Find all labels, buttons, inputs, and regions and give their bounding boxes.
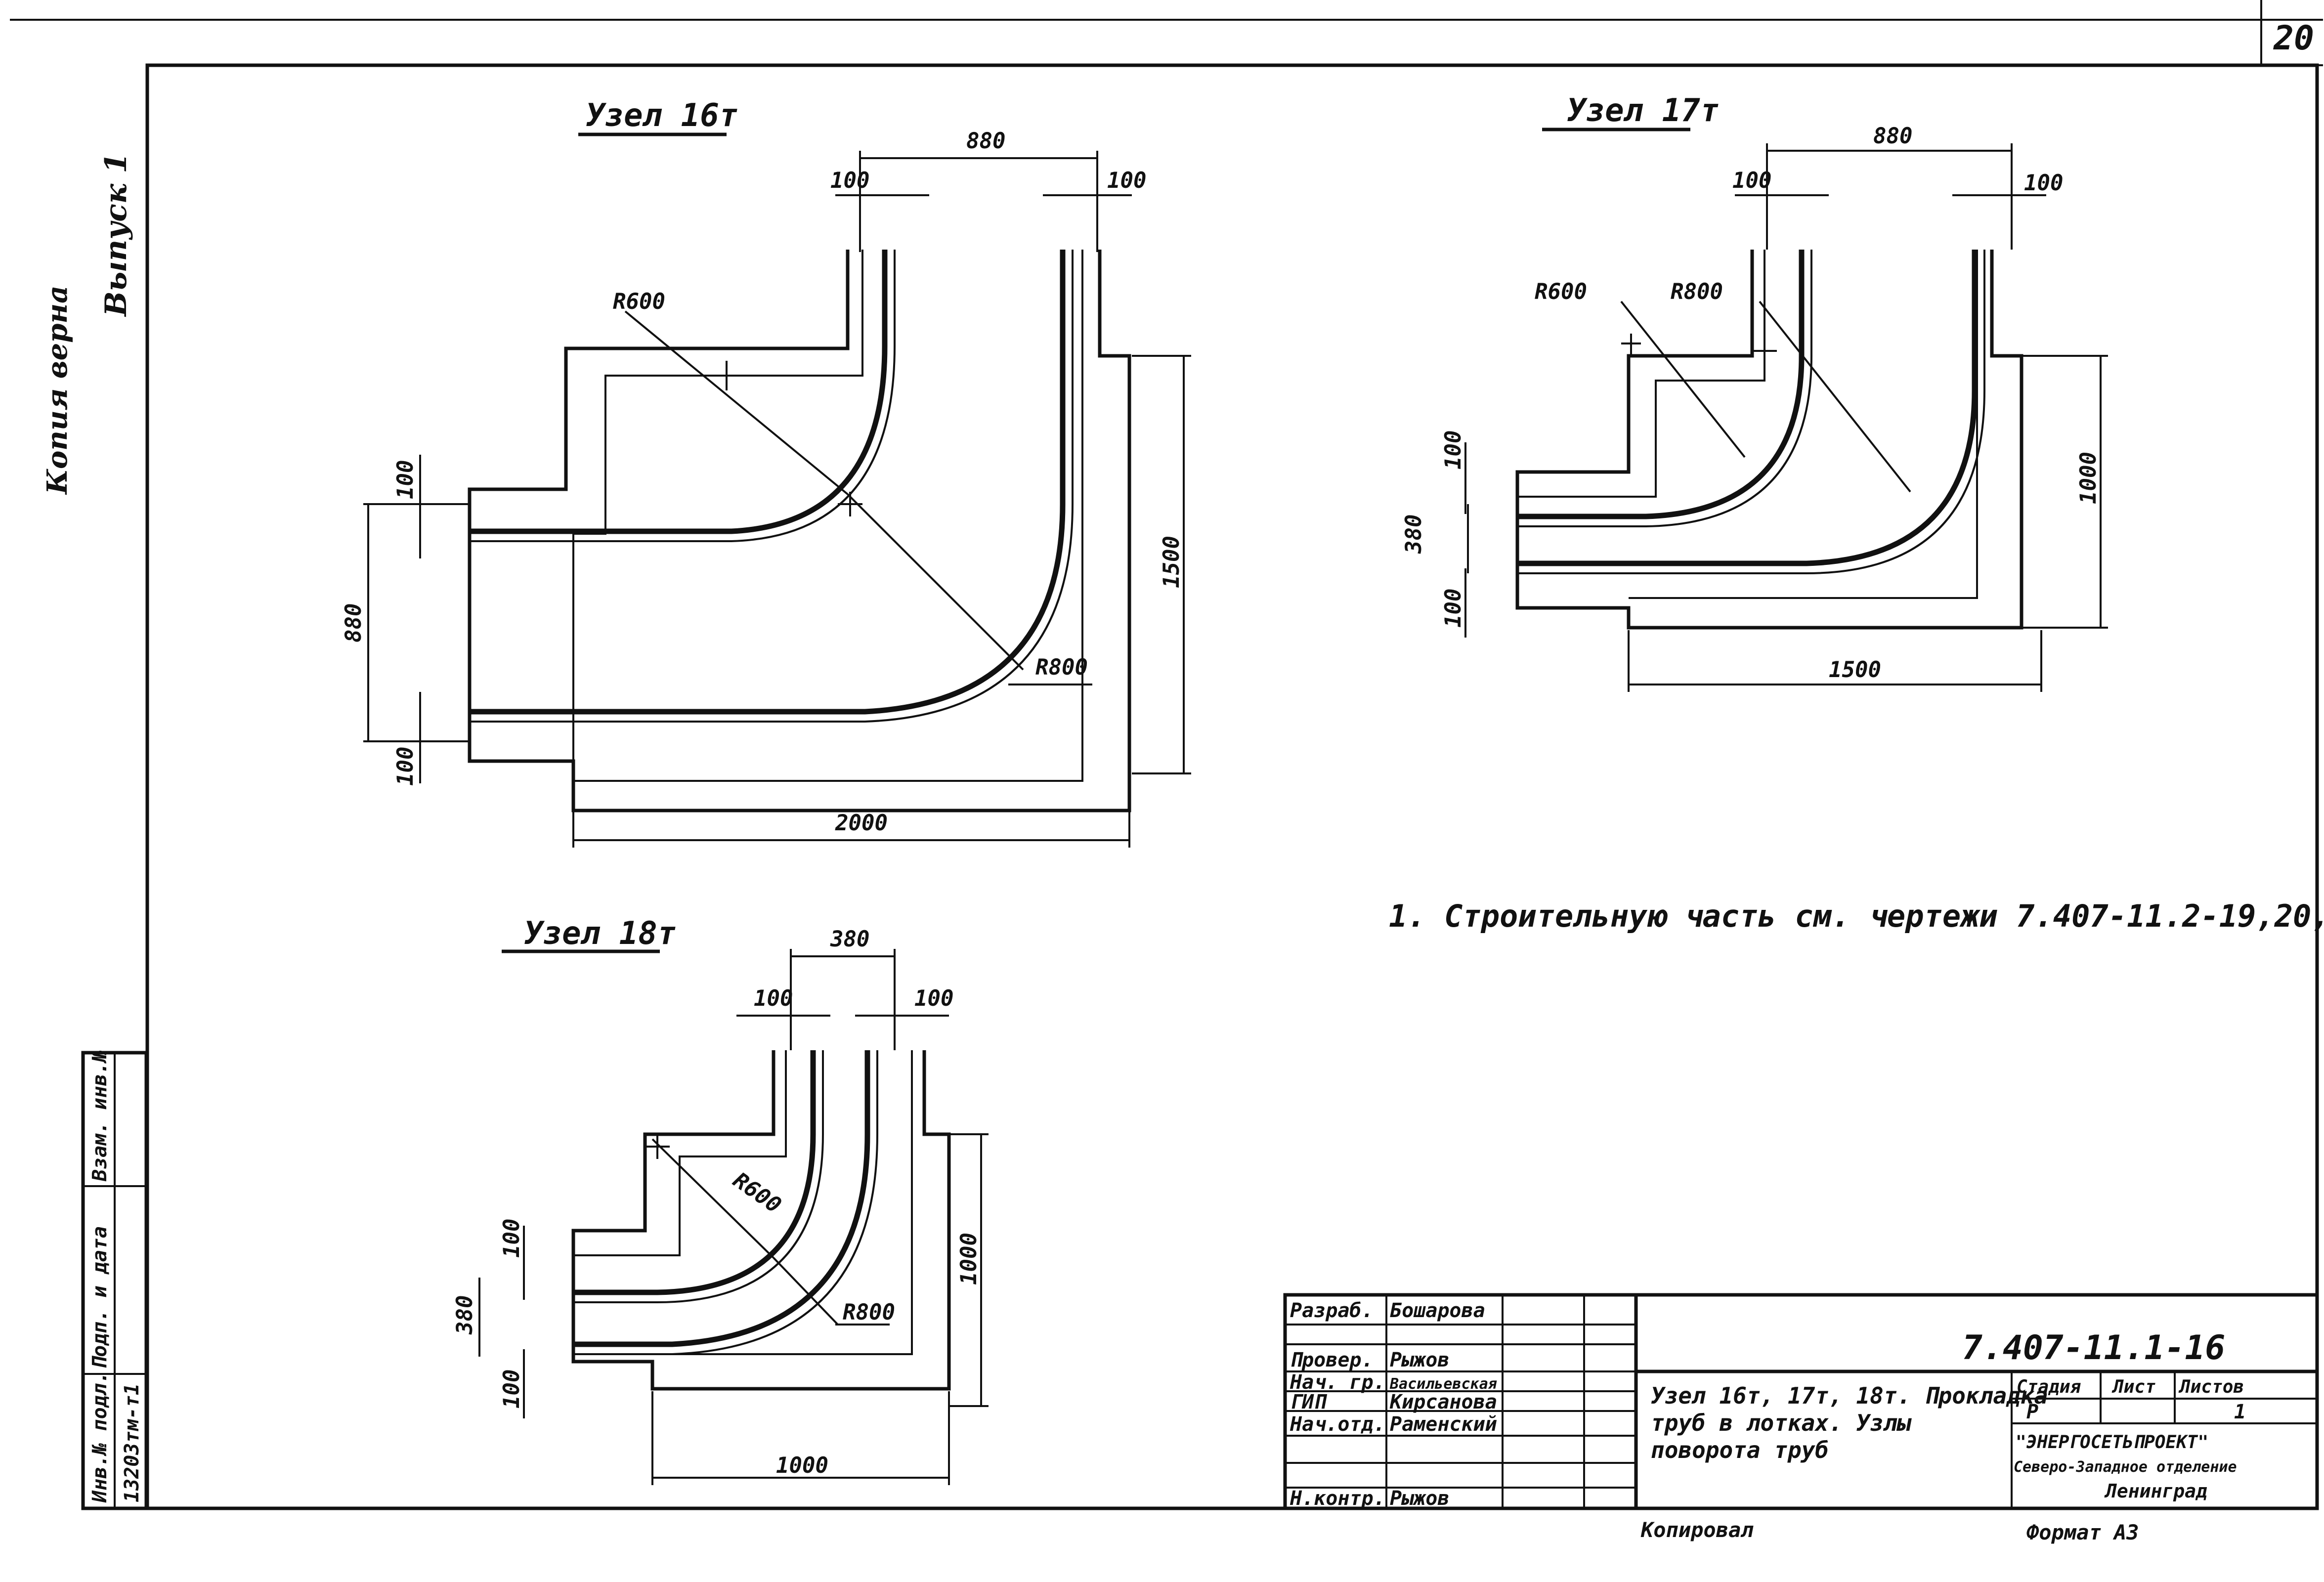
node-18-dim-100-top: 100 <box>499 1219 524 1258</box>
svg-text:Выпуск 1: Выпуск 1 <box>99 153 133 317</box>
node-16-dim-1500: 1500 <box>1159 536 1184 588</box>
margin-vypusk: Выпуск 1 <box>99 153 133 317</box>
node-18-title: Узел 18т <box>524 915 676 952</box>
tb-stage-value: Р <box>2026 1401 2038 1423</box>
node-16-diagram: Узел 16т R600 R800 880 100 100 1500 8 <box>341 97 1191 848</box>
node-18-dim-100-left: 100 <box>754 986 793 1011</box>
node-18-dim-1000: 1000 <box>776 1453 828 1478</box>
svg-text:Копия верна: Копия верна <box>41 286 74 495</box>
node-18-dim-380: 380 <box>830 927 869 952</box>
node-17-dim-1500: 1500 <box>1829 657 1881 683</box>
tb-sheets-label: Листов <box>2178 1377 2244 1397</box>
margin-signature: Копия верна <box>41 286 74 495</box>
node-18-r600: R600 <box>729 1167 786 1218</box>
node-16-r600: R600 <box>613 289 665 314</box>
tb-role-3: ГИП <box>1290 1391 1328 1413</box>
tb-name-0: Бошарова <box>1390 1299 1485 1322</box>
node-18-diagram: Узел 18т R600 R800 380 100 100 1000 380 … <box>452 915 989 1485</box>
node-16-dim-100-bottom: 100 <box>393 747 418 786</box>
node-17-dim-100-top: 100 <box>1441 430 1466 470</box>
node-17-r600: R600 <box>1535 279 1587 304</box>
tb-name-3: Кирсанова <box>1389 1391 1497 1413</box>
node-18-dim-100-right: 100 <box>914 986 953 1011</box>
tb-role-0: Разраб. <box>1290 1299 1374 1322</box>
node-17-diagram: Узел 17т R600 R800 880 100 100 1000 380 … <box>1401 92 2108 692</box>
sheet-frame <box>145 63 2319 1510</box>
node-16-dim-880-side: 880 <box>341 603 366 642</box>
node-17-r800: R800 <box>1671 279 1723 304</box>
tb-role-4: Нач.отд. <box>1290 1413 1385 1436</box>
node-16-dim-2000: 2000 <box>835 811 888 836</box>
tb-sheets-value: 1 <box>2234 1401 2246 1423</box>
tb-org-3: Ленинград <box>2104 1480 2207 1502</box>
node-17-dim-100-left: 100 <box>1732 168 1771 193</box>
stamp-podp: Подп. и дата <box>88 1226 111 1369</box>
node-16-dim-880: 880 <box>966 128 1005 154</box>
tb-name-6: Рыжов <box>1390 1487 1449 1510</box>
node-16-r800: R800 <box>1035 655 1088 680</box>
title-block: Разраб. Провер. Нач. гр. ГИП Нач.отд. Н.… <box>1283 1293 2319 1510</box>
node-17-dim-100-right: 100 <box>2024 171 2063 196</box>
node-16-dim-100-left: 100 <box>830 168 869 193</box>
footer-copy: Копировал <box>1640 1518 1754 1542</box>
tb-name-4: Раменский <box>1390 1413 1497 1436</box>
tb-role-1: Провер. <box>1290 1349 1374 1371</box>
node-18-dim-1000-vertical: 1000 <box>956 1233 982 1285</box>
tb-name-2: Васильевская <box>1389 1375 1497 1393</box>
tb-stage-label: Стадия <box>2017 1377 2081 1397</box>
tb-title-line-3: поворота труб <box>1651 1437 1829 1463</box>
tb-role-6: Н.контр. <box>1290 1487 1385 1510</box>
tb-title-line-2: труб в лотках. Узлы <box>1651 1410 1912 1436</box>
node-16-dim-100-right: 100 <box>1107 168 1146 193</box>
tb-name-1: Рыжов <box>1390 1349 1449 1371</box>
tb-org-1: "ЭНЕРГОСЕТЬПРОЕКТ" <box>2016 1432 2208 1453</box>
stamp-inv-value: 13203тм-т1 <box>121 1383 143 1502</box>
tb-org-2: Северо-Западное отделение <box>2014 1458 2237 1476</box>
node-18-dim-380-side: 380 <box>452 1295 477 1335</box>
tb-drawing-code: 7.407-11.1-16 <box>1962 1328 2225 1368</box>
stamp-inv: Инв.№ подл. <box>88 1371 111 1503</box>
footer-format: Формат А3 <box>2026 1520 2139 1544</box>
stamp-vzam: Взам. инв.№ <box>88 1050 111 1182</box>
node-16-dim-100-top: 100 <box>393 460 418 499</box>
node-18-r800: R800 <box>843 1300 895 1325</box>
tb-sheet-label: Лист <box>2111 1377 2156 1397</box>
node-17-dim-100-bottom: 100 <box>1441 589 1466 628</box>
tb-title-line-1: Узел 16т, 17т, 18т. Прокладка <box>1651 1382 2048 1409</box>
node-16-title: Узел 16т <box>586 97 738 134</box>
node-17-dim-880: 880 <box>1873 124 1912 149</box>
node-18-dim-100-bottom: 100 <box>499 1369 524 1409</box>
node-17-dim-380: 380 <box>1401 514 1426 554</box>
node-17-title: Узел 17т <box>1567 92 1719 129</box>
construction-note: 1. Строительную часть см. чертежи 7.407-… <box>1389 898 2324 934</box>
tb-role-2: Нач. гр. <box>1290 1371 1385 1394</box>
sheet-number: 20 <box>2273 19 2314 58</box>
left-stamp-strip: Взам. инв.№ Подп. и дата Инв.№ подл. 132… <box>81 1050 148 1510</box>
node-17-dim-1000: 1000 <box>2076 452 2101 504</box>
